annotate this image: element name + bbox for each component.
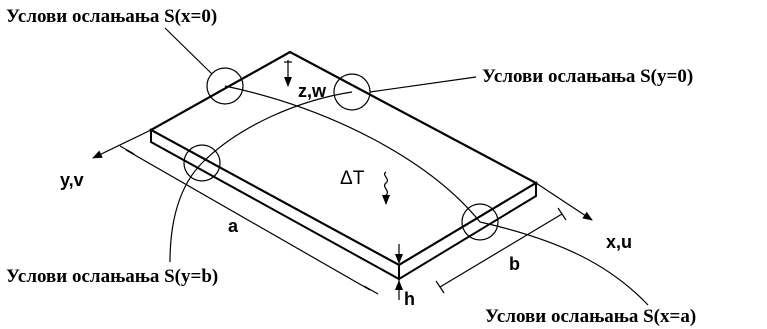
plate [148,50,539,281]
dimensions [119,145,567,300]
plate-top-face [148,50,539,267]
label-support-yb: Услови ослањања S(y=b) [6,266,218,287]
label-axis-y: y,v [60,170,84,190]
curve-to-label-xa [479,221,649,306]
leader-lines [164,27,477,93]
thermal-load-arrow [382,171,390,205]
axis-x-arrow [535,182,593,221]
axes [92,60,593,221]
dim-a-tick-2 [363,285,379,295]
plate-right-edge [398,181,537,281]
label-axis-x: x,u [606,232,632,252]
dim-a-tick-1 [119,145,135,155]
label-axis-z: z,w [298,81,327,101]
label-dim-h: h [404,289,415,309]
curve-to-label-yb [169,162,203,263]
label-support-x0: Услови ослањања S(x=0) [6,6,217,27]
dim-b-line [439,213,563,288]
label-thermal-load: ΔT [340,168,365,189]
label-support-y0: Услови ослањања S(y=0) [482,66,693,87]
deflection-curves [169,85,649,306]
deflection-curve-y [201,91,353,164]
support-circle-yb [183,144,221,182]
label-support-xa: Услови ослањања S(x=a) [485,306,696,327]
axis-y-arrow [92,129,152,159]
dim-b-tick-2 [557,207,567,221]
leader-x0 [164,27,213,75]
leader-y0 [369,76,477,93]
support-circle-x0 [206,67,244,105]
deflection-curve-x [224,85,481,223]
dim-b-tick-1 [435,280,445,294]
dim-a-line [125,149,371,291]
label-dim-b: b [509,254,520,274]
support-circle-xa [461,203,499,241]
label-dim-a: a [228,216,239,236]
